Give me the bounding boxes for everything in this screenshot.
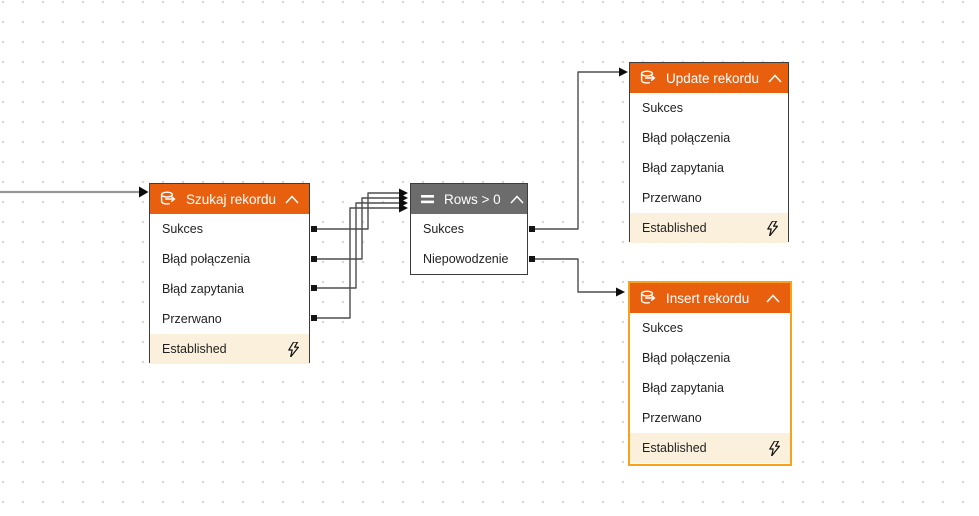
- node-header[interactable]: Update rekordu: [630, 63, 788, 93]
- connector-blad-polaczenia-rows[interactable]: [317, 197, 399, 260]
- output-row[interactable]: Sukces: [630, 93, 788, 123]
- lightning-icon: [769, 440, 780, 456]
- node-szukaj-rekordu[interactable]: Szukaj rekordu Sukces Błąd połączenia Bł…: [149, 183, 310, 364]
- database-export-icon: [640, 70, 657, 86]
- output-row[interactable]: Przerwano: [630, 183, 788, 213]
- connector-rows-insert[interactable]: [534, 258, 616, 293]
- arrowhead-icon: [616, 287, 625, 297]
- node-rows-gt-0[interactable]: Rows > 0 Sukces Niepowodzenie: [410, 183, 528, 275]
- output-label: Sukces: [642, 321, 683, 335]
- output-label: Błąd połączenia: [642, 351, 731, 365]
- output-label: Błąd zapytania: [162, 282, 245, 296]
- node-header[interactable]: Insert rekordu: [630, 283, 790, 313]
- connector-rows-update[interactable]: [534, 71, 619, 230]
- node-title: Rows > 0: [444, 191, 501, 207]
- chevron-up-icon[interactable]: [285, 194, 299, 204]
- output-port[interactable]: [529, 226, 535, 232]
- output-row[interactable]: Błąd połączenia: [630, 343, 790, 373]
- arrowhead-icon: [619, 67, 628, 77]
- output-port[interactable]: [529, 256, 535, 262]
- lightning-icon: [767, 220, 778, 236]
- output-row[interactable]: Sukces: [630, 313, 790, 343]
- output-row[interactable]: Błąd zapytania: [150, 274, 309, 304]
- node-insert-rekordu[interactable]: Insert rekordu Sukces Błąd połączenia Bł…: [628, 281, 792, 466]
- established-row[interactable]: Established: [630, 433, 790, 463]
- database-export-icon: [160, 191, 177, 207]
- output-port[interactable]: [311, 256, 317, 262]
- output-label: Błąd połączenia: [642, 131, 731, 145]
- connector-sukces-rows[interactable]: [317, 192, 399, 230]
- output-row[interactable]: Błąd zapytania: [630, 153, 788, 183]
- arrowhead-icon: [139, 186, 149, 198]
- output-label: Przerwano: [162, 312, 222, 326]
- node-title: Update rekordu: [666, 70, 760, 86]
- arrowhead-icon: [399, 203, 408, 213]
- chevron-up-icon[interactable]: [766, 293, 780, 303]
- output-port[interactable]: [311, 315, 317, 321]
- output-row[interactable]: Przerwano: [150, 304, 309, 334]
- chevron-up-icon[interactable]: [768, 73, 782, 83]
- output-label: Błąd połączenia: [162, 252, 251, 266]
- output-label: Przerwano: [642, 191, 702, 205]
- output-label: Niepowodzenie: [423, 252, 509, 266]
- node-update-rekordu[interactable]: Update rekordu Sukces Błąd połączenia Bł…: [629, 62, 789, 243]
- connector-przerwano-rows[interactable]: [317, 207, 399, 319]
- output-port[interactable]: [311, 226, 317, 232]
- output-label: Sukces: [423, 222, 464, 236]
- output-label: Błąd zapytania: [642, 161, 725, 175]
- node-title: Szukaj rekordu: [186, 191, 277, 207]
- node-header[interactable]: Szukaj rekordu: [150, 184, 309, 214]
- output-row[interactable]: Błąd połączenia: [150, 244, 309, 274]
- equals-icon: [421, 194, 435, 205]
- database-export-icon: [640, 290, 657, 306]
- output-label: Przerwano: [642, 411, 702, 425]
- output-port[interactable]: [311, 285, 317, 291]
- output-row[interactable]: Sukces: [150, 214, 309, 244]
- connector-blad-zapytania-rows[interactable]: [317, 202, 399, 289]
- output-row[interactable]: Błąd zapytania: [630, 373, 790, 403]
- established-label: Established: [642, 441, 707, 455]
- lightning-icon: [288, 341, 299, 357]
- node-title: Insert rekordu: [666, 290, 750, 306]
- established-row[interactable]: Established: [150, 334, 309, 364]
- established-label: Established: [162, 342, 227, 356]
- output-row[interactable]: Sukces: [411, 214, 527, 244]
- node-header[interactable]: Rows > 0: [411, 184, 527, 214]
- output-label: Sukces: [162, 222, 203, 236]
- output-row[interactable]: Błąd połączenia: [630, 123, 788, 153]
- output-row[interactable]: Niepowodzenie: [411, 244, 527, 274]
- chevron-up-icon[interactable]: [510, 194, 524, 204]
- output-row[interactable]: Przerwano: [630, 403, 790, 433]
- output-label: Błąd zapytania: [642, 381, 725, 395]
- established-row[interactable]: Established: [630, 213, 788, 243]
- output-label: Sukces: [642, 101, 683, 115]
- established-label: Established: [642, 221, 707, 235]
